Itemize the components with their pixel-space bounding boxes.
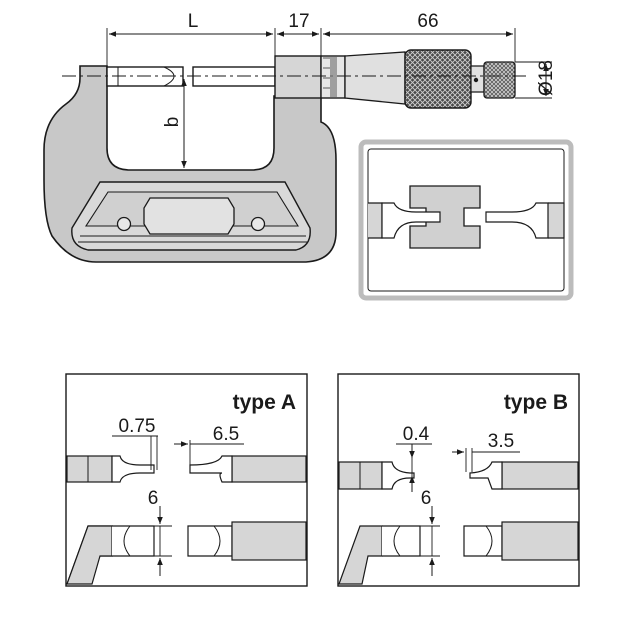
type-b-lower-anvil-curve: [393, 525, 401, 557]
type-b-spindle-tip: [469, 461, 503, 490]
panel-hole-right: [250, 216, 266, 232]
type-a-spindle-tip: [189, 455, 233, 483]
type-b-title: type B: [504, 391, 568, 414]
dim-label-66: 66: [417, 11, 438, 32]
type-b-dim-35-label: 3.5: [488, 431, 514, 452]
type-a-dim-075-label: 0.75: [119, 416, 156, 437]
thimble-taper: [344, 51, 406, 105]
inset-left-anvil-base: [368, 202, 383, 239]
ratchet-pin: [473, 77, 479, 83]
type-a-lower-spindle-curve: [213, 525, 221, 557]
inset-right-spindle-base: [548, 202, 565, 239]
type-b-lower-anvil: [382, 525, 421, 557]
sleeve: [274, 55, 322, 99]
type-b-spindle-base: [501, 461, 579, 490]
type-a-title: type A: [233, 391, 296, 414]
scale-ticks: [323, 57, 337, 97]
anvil-detail-inset: [358, 139, 574, 301]
ratchet-knurl: [483, 61, 516, 99]
type-b-lower-spindle-tip: [463, 525, 503, 557]
panel-hole-left: [116, 216, 132, 232]
type-a-spindle-base: [231, 455, 307, 483]
type-a-dim-6-label: 6: [148, 488, 159, 509]
dim-label-L: L: [188, 11, 199, 32]
type-b-dim-04-label: 0.4: [403, 424, 430, 445]
dim-label-17: 17: [288, 11, 309, 32]
type-b-dim-6-label: 6: [421, 488, 432, 509]
type-a-lower-spindle-tip: [187, 525, 233, 557]
micrometer-side-view: L 17 66 b Ø18: [43, 11, 557, 263]
inset-left-anvil: [381, 202, 441, 239]
type-a-dim-65-label: 6.5: [213, 424, 239, 445]
type-b-lower-spindle-base: [501, 521, 579, 561]
panel-plate: [143, 197, 235, 235]
dim-label-d18: Ø18: [536, 60, 557, 96]
type-a-lower-anvil: [112, 525, 155, 557]
type-a-lower-spindle-base: [231, 521, 307, 561]
type-a-anvil-tip: [111, 455, 155, 483]
type-a-lower-anvil-curve: [123, 525, 131, 557]
type-a-anvil-base: [66, 455, 113, 483]
type-a-panel: type A 0.75 6.5 6: [65, 373, 308, 587]
thimble-knurl: [404, 49, 472, 109]
dim-label-b: b: [162, 117, 183, 128]
type-b-lower-spindle-curve: [485, 525, 493, 557]
inset-test-block: [409, 185, 481, 249]
inset-right-spindle: [485, 202, 549, 239]
type-b-panel: type B 0.4 3.5 6: [337, 373, 580, 587]
